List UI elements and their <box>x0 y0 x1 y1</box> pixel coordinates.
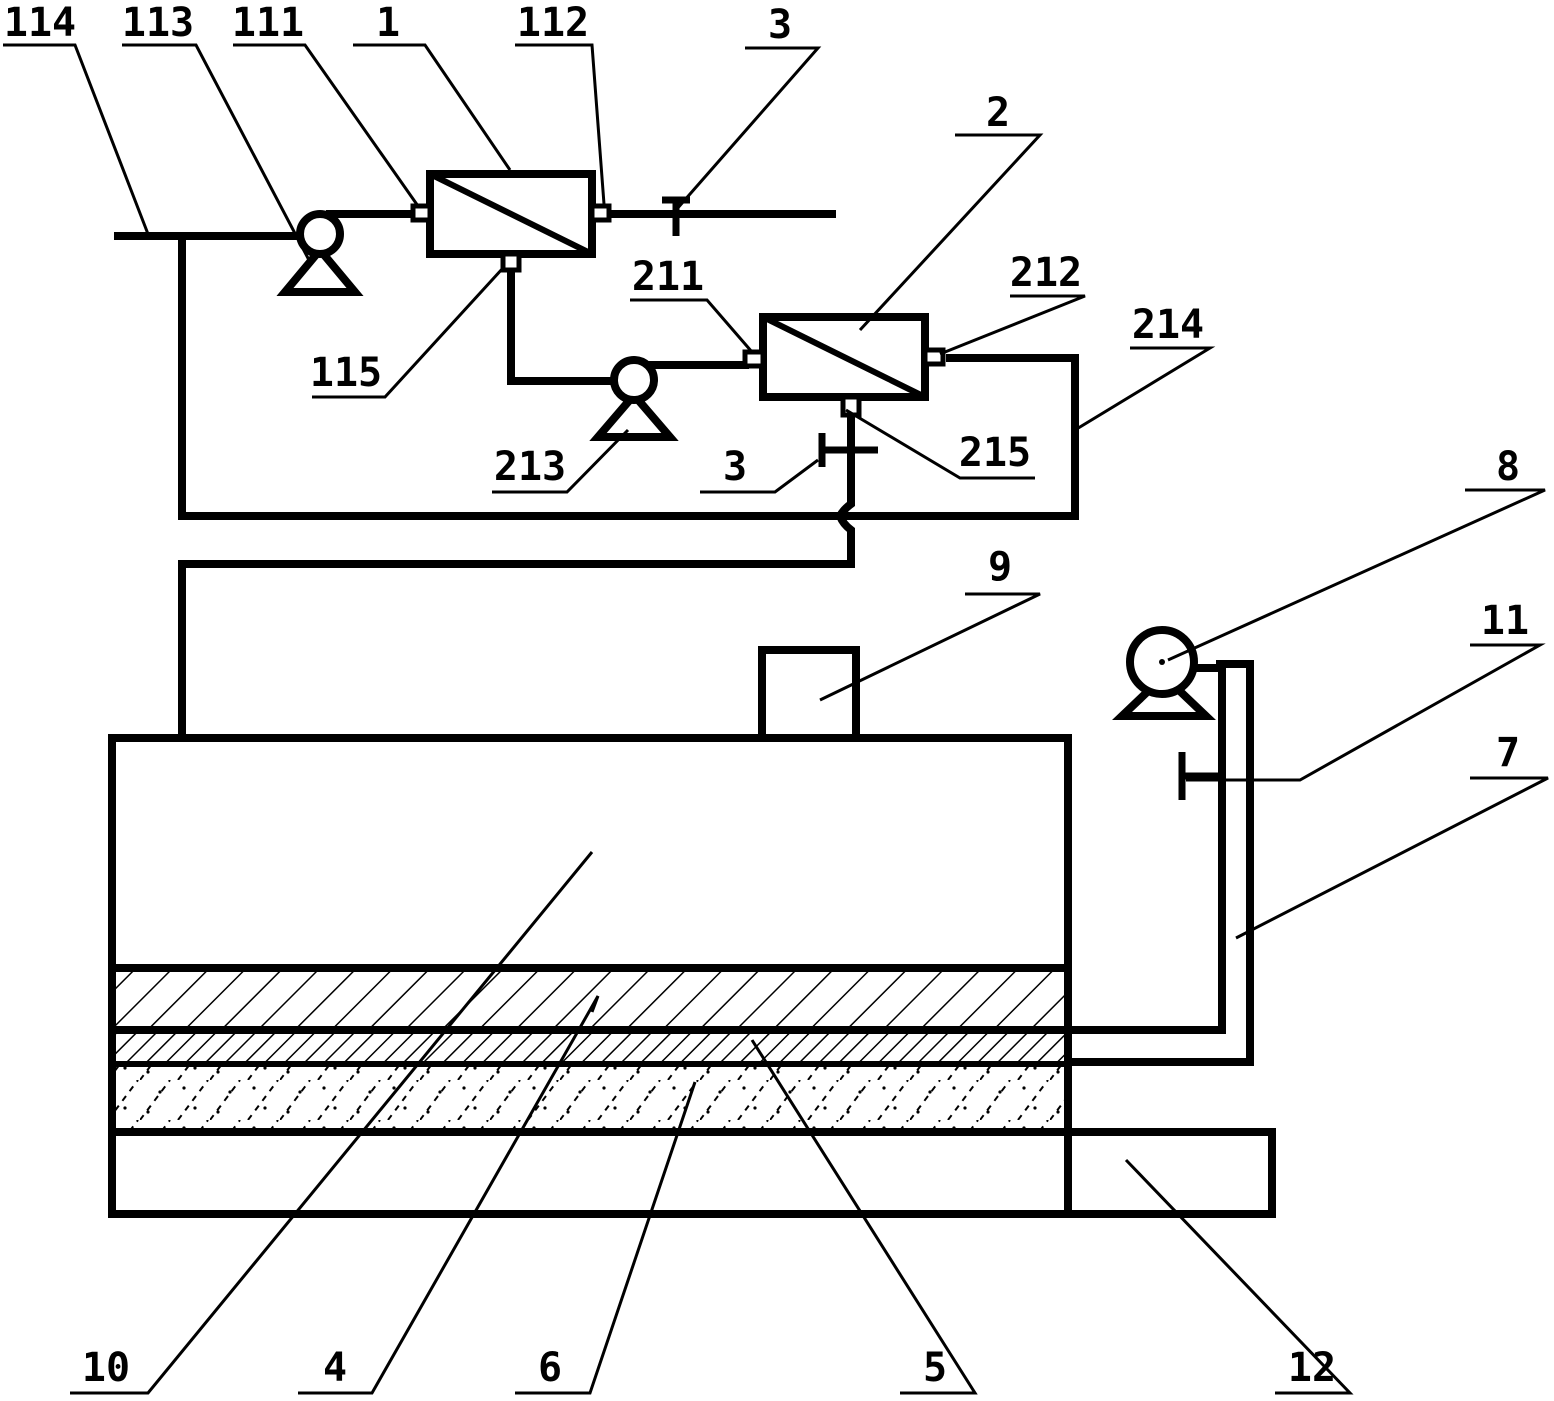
label-111: 111 <box>232 0 304 46</box>
label-211: 211 <box>632 254 704 300</box>
valve-3-mid-icon <box>818 433 878 467</box>
aeration-pipe-7-outer <box>1064 660 1254 1066</box>
membrane-module-1 <box>410 170 612 273</box>
layer-4 <box>116 970 1064 1028</box>
layer-6 <box>116 1066 1064 1130</box>
aeration-pipe-7 <box>1064 664 1226 1034</box>
pump-113-icon <box>276 210 364 296</box>
channel-12 <box>1064 1128 1276 1218</box>
valve-11-icon <box>1178 752 1222 800</box>
label-6: 6 <box>538 1345 562 1391</box>
label-5: 5 <box>923 1345 947 1391</box>
leader-lines <box>3 43 1549 1395</box>
label-215: 215 <box>959 430 1031 476</box>
label-213: 213 <box>494 444 566 490</box>
label-2: 2 <box>986 90 1010 136</box>
membrane-module-2 <box>742 313 946 418</box>
pipe-215-to-tank <box>178 411 855 742</box>
label-214: 214 <box>1132 302 1204 348</box>
label-3-mid: 3 <box>723 444 747 490</box>
label-3-top: 3 <box>768 2 792 48</box>
label-10: 10 <box>82 1345 130 1391</box>
label-8: 8 <box>1496 444 1520 490</box>
label-7: 7 <box>1496 730 1520 776</box>
label-1: 1 <box>376 0 400 46</box>
label-4: 4 <box>323 1345 347 1391</box>
label-114: 114 <box>4 0 76 46</box>
label-113: 113 <box>122 0 194 46</box>
label-12: 12 <box>1288 1345 1336 1391</box>
pump-213-icon <box>589 356 679 441</box>
unit-9 <box>758 646 860 742</box>
blower-8-icon <box>1112 626 1216 720</box>
label-11: 11 <box>1481 598 1529 644</box>
pipe-115-to-213 <box>507 266 614 385</box>
concentrate-loop-pipe <box>178 232 1079 520</box>
label-9: 9 <box>988 544 1012 590</box>
label-115: 115 <box>310 350 382 396</box>
label-212: 212 <box>1010 250 1082 296</box>
label-112: 112 <box>517 0 589 46</box>
layer-5 <box>116 1032 1064 1062</box>
